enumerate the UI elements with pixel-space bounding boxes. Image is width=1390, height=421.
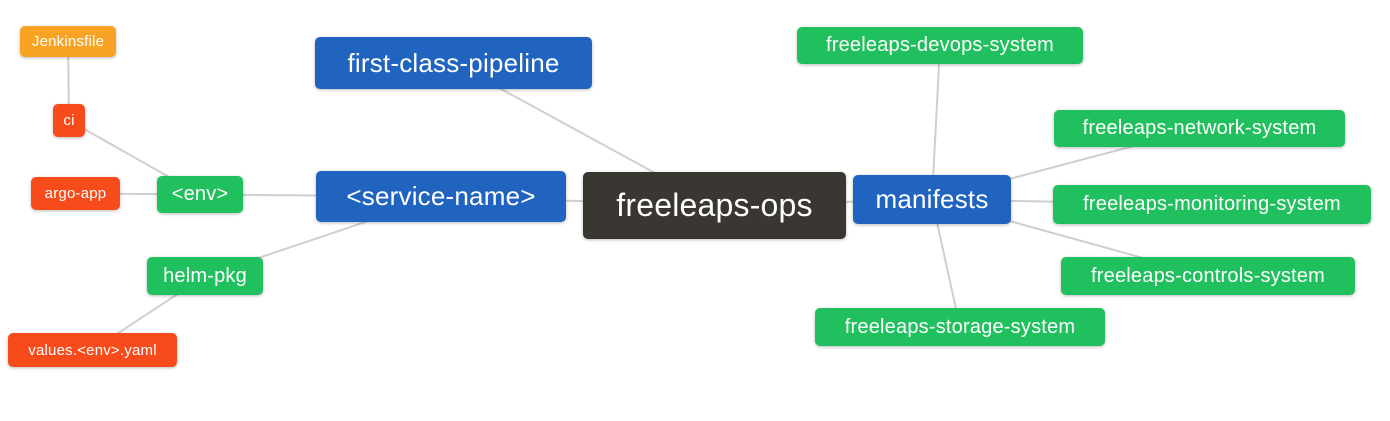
- node-service-name[interactable]: <service-name>: [316, 171, 566, 222]
- node-argo-app[interactable]: argo-app: [31, 177, 120, 210]
- node-freeleaps-monitoring-system[interactable]: freeleaps-monitoring-system: [1053, 185, 1371, 224]
- node-freeleaps-ops[interactable]: freeleaps-ops: [583, 172, 846, 239]
- node-values-env-yaml[interactable]: values.<env>.yaml: [8, 333, 177, 367]
- node-freeleaps-devops-system[interactable]: freeleaps-devops-system: [797, 27, 1083, 64]
- node-freeleaps-controls-system[interactable]: freeleaps-controls-system: [1061, 257, 1355, 295]
- node-first-class-pipeline[interactable]: first-class-pipeline: [315, 37, 592, 89]
- node-freeleaps-network-system[interactable]: freeleaps-network-system: [1054, 110, 1345, 147]
- node-freeleaps-storage-system[interactable]: freeleaps-storage-system: [815, 308, 1105, 346]
- node-helm-pkg[interactable]: helm-pkg: [147, 257, 263, 295]
- node-jenkinsfile[interactable]: Jenkinsfile: [20, 26, 116, 57]
- node-env[interactable]: <env>: [157, 176, 243, 213]
- node-ci[interactable]: ci: [53, 104, 85, 137]
- edge-manifests--freeleaps-devops-system: [931, 45, 941, 200]
- node-manifests[interactable]: manifests: [853, 175, 1011, 224]
